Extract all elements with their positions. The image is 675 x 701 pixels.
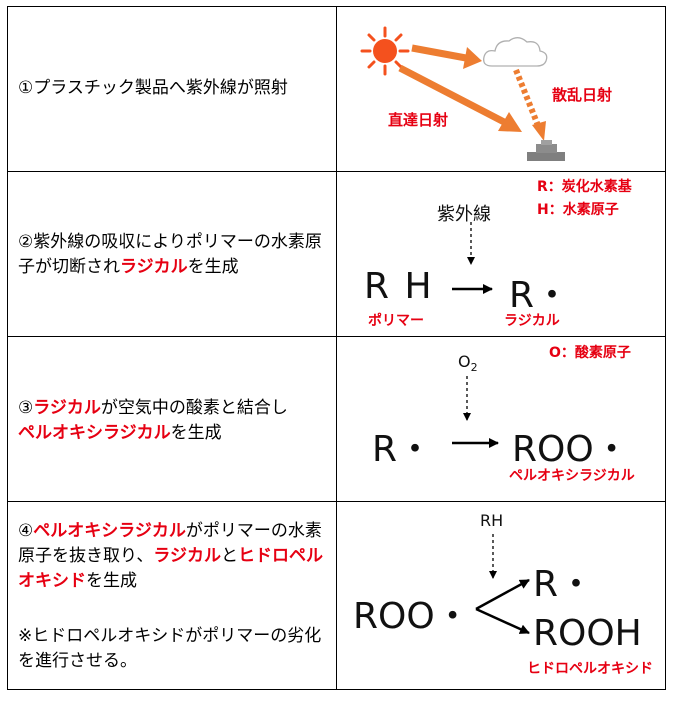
- direct-sunlight-arrow: [398, 64, 522, 132]
- step-2-suffix: を生成: [187, 257, 239, 277]
- step-3-text: ③ラジカルが空気中の酸素と結合しペルオキシラジカルを生成: [18, 396, 328, 446]
- step-2-radical: ラジカル: [120, 257, 188, 277]
- oxygen-symbol: O: [458, 352, 471, 371]
- formula-roo-radical-4: ROO・: [353, 596, 471, 637]
- peroxy-radical-label: ペルオキシラジカル: [509, 468, 635, 484]
- legend-o: O：酸素原子: [549, 345, 631, 361]
- step-4-mid: がポリマーの水素原子を抜き取り、: [18, 521, 322, 566]
- step-4-hydroperoxide: ヒドロペルオキシド: [18, 546, 323, 591]
- step-4-and: と: [221, 546, 238, 566]
- sun-icon: [360, 26, 410, 76]
- cloud-icon: [483, 37, 548, 67]
- row-divider-2: [7, 336, 666, 337]
- step-2-text: ②紫外線の吸収によりポリマーの水素原子が切断されラジカルを生成: [18, 230, 328, 280]
- rh-reagent: RH: [480, 511, 504, 530]
- step-4-radical: ラジカル: [153, 546, 221, 566]
- step-3-peroxy: ペルオキシラジカル: [18, 423, 171, 443]
- uv-label: 紫外線: [437, 204, 491, 225]
- formula-rh: R H: [364, 266, 434, 307]
- step-4-peroxy: ペルオキシラジカル: [33, 521, 186, 541]
- formula-r-radical-2: R・: [509, 275, 571, 316]
- oxygen-reagent: O2: [458, 352, 478, 374]
- direct-sunlight-label: 直達日射: [388, 111, 449, 129]
- formula-r-radical-4: R・: [533, 564, 595, 605]
- branch-arrow-down: [475, 607, 530, 635]
- scattered-light-arrow: [513, 68, 546, 141]
- sensor-icon: [527, 140, 565, 161]
- step-3-suffix: を生成: [170, 423, 222, 443]
- radical-label-2: ラジカル: [504, 313, 560, 329]
- formula-rooh: ROOH: [533, 613, 642, 654]
- scattered-sunlight-label: 散乱日射: [552, 86, 613, 104]
- column-divider: [336, 6, 337, 690]
- row-divider-1: [7, 171, 666, 172]
- step-3-mid: が空気中の酸素と結合し: [100, 398, 288, 418]
- step-2-prefix: ②紫外線の吸収によりポリマーの水素原子が切断され: [18, 232, 322, 277]
- step-1-text: ①プラスチック製品へ紫外線が照射: [18, 78, 288, 98]
- polymer-label: ポリマー: [368, 313, 424, 329]
- hydroperoxide-label: ヒドロペルオキシド: [527, 661, 653, 677]
- legend-r: R：炭化水素基: [537, 179, 632, 195]
- step-3-num: ③: [18, 398, 34, 418]
- step-4-num: ④: [18, 521, 34, 541]
- oxygen-subscript: 2: [470, 361, 478, 375]
- sun-to-cloud-arrow: [411, 44, 482, 69]
- formula-r-radical-3: R・: [372, 429, 434, 470]
- legend-h: H：水素原子: [537, 202, 619, 218]
- branch-arrow-up: [475, 578, 530, 611]
- step-4-suffix: を生成: [86, 571, 137, 591]
- step-4-text: ④ペルオキシラジカルがポリマーの水素原子を抜き取り、ラジカルとヒドロペルオキシド…: [18, 519, 328, 594]
- step-3-radical: ラジカル: [33, 398, 101, 418]
- row-divider-3: [7, 501, 666, 502]
- step-4-note: ※ヒドロペルオキシドがポリマーの劣化を進行させる。: [18, 626, 322, 671]
- formula-roo-radical-3: ROO・: [512, 429, 630, 470]
